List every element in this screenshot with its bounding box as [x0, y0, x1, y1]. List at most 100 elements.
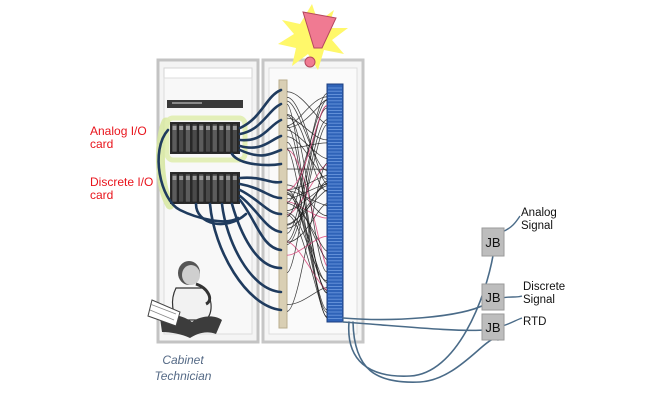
discrete-signal-label-line1: Discrete [523, 281, 566, 293]
io-card-slot [225, 173, 231, 203]
cross-wire [286, 117, 328, 141]
junction-box-discrete [481, 283, 505, 311]
field-cables [342, 249, 499, 383]
cross-wire [286, 203, 328, 252]
discrete-io-card-label-line1: Discrete I/O [90, 175, 154, 189]
cross-wire [286, 189, 328, 225]
cross-wire [286, 99, 328, 203]
discrete-signal-label: Discrete Signal [523, 281, 565, 307]
cross-wire [286, 136, 328, 180]
cross-wire-pink [286, 235, 328, 256]
io-card-slot [211, 173, 218, 203]
cross-wire [286, 185, 328, 211]
cross-wire [286, 100, 328, 171]
right-cabinet [261, 58, 365, 344]
junction-box-rtd [481, 313, 505, 341]
cross-wire [286, 183, 328, 200]
warning-exclamation-icon [278, 4, 348, 70]
cross-wire [286, 142, 328, 149]
cross-wire [286, 184, 328, 217]
junction-box-rtd-label: JB [485, 320, 501, 335]
analog-io-card-label: Analog I/O card [90, 125, 147, 151]
junction-box-discrete-label: JB [485, 290, 501, 305]
io-card-slot [205, 173, 211, 203]
analog-signal-label-line1: Analog [521, 207, 557, 219]
signal-lines [501, 215, 523, 327]
cross-wire [286, 99, 328, 128]
io-card-slot-terminal [192, 176, 197, 180]
io-card-slot [171, 173, 178, 203]
io-card-slot-terminal [206, 126, 210, 130]
io-card-slot-terminal [226, 126, 231, 130]
discrete-signal-label-line2: Signal [523, 294, 555, 306]
io-card-slot [218, 123, 225, 153]
cross-wire [286, 124, 328, 245]
terminal-rail [278, 79, 288, 329]
controller-rail [167, 100, 243, 108]
io-card-slot [225, 123, 231, 153]
cross-wire [286, 93, 328, 218]
cross-wire [286, 180, 328, 229]
io-card-slot [191, 123, 198, 153]
io-card-slot-terminal [206, 176, 210, 180]
io-card-slot [232, 123, 238, 153]
cross-wire [286, 103, 328, 293]
io-cables [157, 88, 283, 312]
technician-figure [147, 261, 222, 338]
cross-wire [286, 96, 328, 127]
io-card-slot-terminal [232, 126, 237, 130]
io-card-slot-terminal [212, 176, 217, 180]
io-card-slot-terminal [185, 176, 190, 180]
cross-wire-pink [286, 241, 328, 291]
cross-wire [286, 214, 328, 319]
io-card-slot [185, 123, 191, 153]
discrete-io-card-label-line2: card [90, 188, 114, 202]
io-card-slot-terminal [232, 176, 237, 180]
cross-wire [286, 203, 328, 243]
cabinet-technician-label-line2: Technician [154, 369, 212, 383]
cross-wire [286, 91, 328, 125]
io-card-slot [191, 173, 198, 203]
io-card-slot-terminal [192, 126, 197, 130]
io-card-slot-terminal [179, 126, 184, 130]
io-card-slot [185, 173, 191, 203]
io-card-slot-terminal [179, 176, 184, 180]
cross-wire [286, 129, 328, 159]
io-card-slot-terminal [185, 126, 190, 130]
cross-wire [286, 175, 328, 191]
io-card-slot-terminal [172, 126, 177, 130]
io-card-slot-terminal [172, 176, 177, 180]
junction-box-analog [481, 227, 505, 257]
io-card-slot [218, 173, 225, 203]
io-card-slot [205, 123, 211, 153]
cross-wire [286, 193, 328, 313]
io-card-slot [232, 173, 238, 203]
io-card-slot-terminal [219, 176, 224, 180]
cabinet-technician-label: Cabinet Technician [148, 352, 218, 384]
cross-wire [286, 96, 328, 184]
io-card-slot-terminal [199, 126, 204, 130]
rtd-label: RTD [523, 316, 547, 328]
analog-signal-label-line2: Signal [521, 220, 553, 232]
analog-signal-label: Analog Signal [521, 207, 557, 233]
analog-io-card-label-line1: Analog I/O [90, 124, 147, 138]
io-card-slot-terminal [226, 176, 231, 180]
io-card-slot-terminal [212, 126, 217, 130]
analog-io-card-label-line2: card [90, 137, 114, 151]
io-card-slot [211, 123, 218, 153]
cabinet-technician-label-line1: Cabinet [162, 353, 204, 367]
io-card-slot [198, 123, 205, 153]
discrete-io-card [170, 172, 240, 204]
io-card-slot [198, 173, 205, 203]
io-card-slot [178, 123, 184, 153]
io-card-slot-terminal [199, 176, 204, 180]
io-card-slot [171, 123, 178, 153]
discrete-io-card-label: Discrete I/O card [90, 176, 153, 202]
cross-wire-pink [286, 105, 328, 191]
io-card-slot-terminal [219, 126, 224, 130]
cross-wiring [286, 91, 328, 319]
analog-io-card [170, 122, 240, 154]
cross-wire [286, 107, 328, 234]
junction-box-analog-label: JB [485, 235, 501, 250]
